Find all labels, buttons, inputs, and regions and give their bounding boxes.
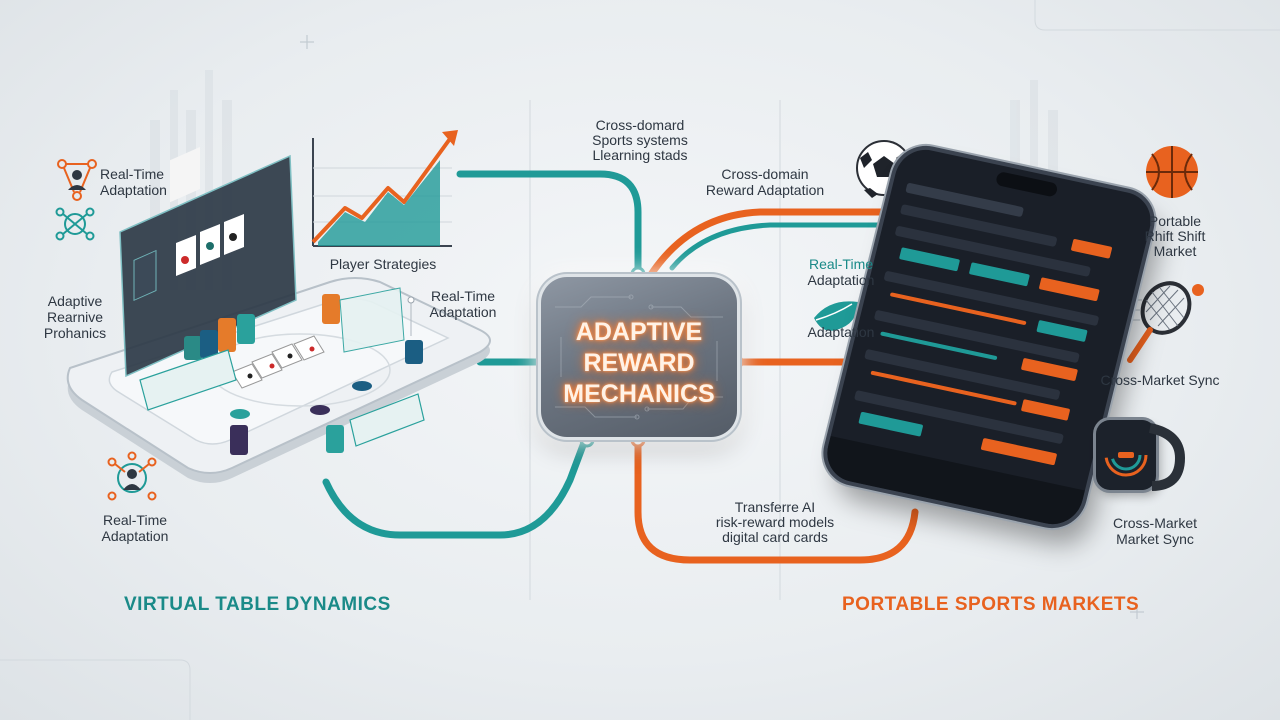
phone-odds-button <box>1020 399 1071 421</box>
label-cross-sports-1: Cross-domard <box>595 117 685 133</box>
label-adaptive-3: Prohanics <box>43 325 107 341</box>
section-title-virtual-table: VIRTUAL TABLE DYNAMICS <box>124 594 391 615</box>
network-person-icon <box>57 159 97 201</box>
circuit-pattern <box>555 294 723 420</box>
label-adaptation-right: Adaptation <box>807 324 875 340</box>
network-hex-icon <box>55 207 95 241</box>
label-portable-3: Market <box>1153 243 1197 259</box>
label-cross-sports-2: Sports systems <box>592 132 688 148</box>
label-realtime-bottom-1: Real-Time <box>102 512 168 528</box>
label-realtime-top-2: Adaptation <box>100 182 167 198</box>
phone-notch <box>994 171 1059 198</box>
hub-title-line3: MECHANICS <box>563 380 715 408</box>
label-cross-market-bottom-2: Market Sync <box>1116 531 1194 547</box>
phone-odds-button <box>1070 238 1113 259</box>
label-realtime-top-1: Real-Time <box>100 166 165 182</box>
phone-odds-button <box>1036 319 1088 343</box>
label-cross-sports-3: Llearning stads <box>592 147 688 163</box>
phone-odds-button <box>968 262 1030 287</box>
hub-title-line1: ADAPTIVE <box>575 318 703 346</box>
label-realtime-mid-2: Adaptation <box>429 304 497 320</box>
phone-odds-button <box>980 437 1058 466</box>
label-transfer-2: risk-reward models <box>715 514 835 530</box>
label-realtime-right-1: Real-Time <box>808 256 874 272</box>
phone-odds-button <box>898 247 961 272</box>
central-hub: ADAPTIVE REWARD MECHANICS <box>541 277 737 437</box>
label-realtime-bottom-2: Adaptation <box>101 528 169 544</box>
network-person-bottom-icon <box>107 451 157 501</box>
label-cross-market-bottom-1: Cross-Market <box>1112 515 1197 531</box>
smartwatch-icon <box>1096 420 1156 490</box>
basketball-icon <box>1146 146 1198 198</box>
label-player-strategies: Player Strategies <box>329 256 437 272</box>
section-title-portable-sports: PORTABLE SPORTS MARKETS <box>842 594 1140 615</box>
watch-face <box>1104 433 1148 477</box>
label-portable-2: Rhift Shift <box>1144 228 1206 244</box>
label-adaptive-1: Adaptive <box>47 293 103 309</box>
hub-title-line2: REWARD <box>583 349 695 377</box>
label-transfer-3: digital card cards <box>722 529 828 545</box>
label-cross-reward-1: Cross-domain <box>721 166 809 182</box>
phone-odds-button <box>1038 277 1100 302</box>
phone-odds-button <box>858 411 924 437</box>
label-adaptive-2: Rearnive <box>46 309 104 325</box>
label-realtime-mid-1: Real-Time <box>430 288 496 304</box>
label-transfer-1: Transferre AI <box>734 499 816 515</box>
tennis-racket-icon <box>1127 281 1204 363</box>
label-realtime-right-2: Adaptation <box>807 272 875 288</box>
label-cross-market-sync: Cross-Market Sync <box>1100 372 1220 388</box>
label-cross-reward-2: Reward Adaptation <box>705 182 825 198</box>
label-portable-1: Portable <box>1148 213 1202 229</box>
